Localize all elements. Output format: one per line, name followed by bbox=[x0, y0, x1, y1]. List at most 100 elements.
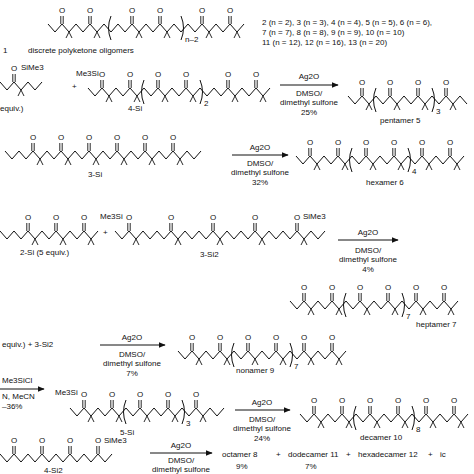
atom-label: O bbox=[385, 283, 391, 292]
carbonyl-bond bbox=[305, 343, 306, 351]
carbonyl-bond bbox=[15, 74, 16, 82]
carbonyl-bond bbox=[302, 343, 303, 351]
methyl-bond bbox=[314, 164, 317, 170]
reaction-arrow bbox=[150, 453, 212, 454]
scheme-label: Ag2O bbox=[252, 398, 272, 407]
methyl-bond bbox=[392, 309, 395, 315]
atom-label: O bbox=[58, 133, 64, 142]
carbonyl-bond bbox=[333, 343, 334, 351]
scheme-label: 3-Si2 bbox=[200, 250, 219, 259]
methyl-bond bbox=[63, 239, 66, 245]
scheme-label: Ag2O bbox=[358, 228, 378, 237]
carbon-chain bbox=[88, 88, 270, 96]
carbonyl-bond bbox=[82, 223, 83, 231]
atom-label: O bbox=[357, 283, 363, 292]
methyl-bond bbox=[175, 239, 178, 245]
methyl-bond bbox=[308, 309, 311, 315]
reaction-arrow bbox=[338, 240, 398, 241]
scheme-label: DMSO/ bbox=[247, 159, 273, 168]
atom-label: O bbox=[86, 133, 92, 142]
atom-label: O bbox=[67, 436, 73, 445]
atom-label: O bbox=[193, 390, 199, 399]
scheme-label: SiMe3 bbox=[21, 63, 44, 72]
methyl-bond bbox=[124, 159, 127, 165]
carbonyl-bond bbox=[141, 400, 142, 408]
atom-label: O bbox=[165, 390, 171, 399]
scheme-label: n–2 bbox=[185, 35, 198, 44]
scheme-label: dodecamer 11 bbox=[288, 450, 339, 459]
methyl-bond bbox=[255, 359, 258, 365]
carbonyl-bond bbox=[363, 88, 364, 96]
bracket bbox=[374, 88, 377, 112]
carbonyl-bond bbox=[367, 148, 368, 156]
carbon-chain bbox=[178, 351, 346, 359]
methyl-bond bbox=[394, 104, 397, 110]
carbonyl-bond bbox=[229, 80, 230, 88]
methyl-bond bbox=[311, 309, 314, 315]
methyl-bond bbox=[91, 416, 94, 422]
atom-label: O bbox=[168, 213, 174, 222]
scheme-label: Ag2O bbox=[171, 441, 191, 450]
carbonyl-bond bbox=[26, 223, 27, 231]
scheme-label: DMSO/ bbox=[249, 415, 275, 424]
scheme-label: Ag2O bbox=[299, 72, 319, 81]
scheme-label: + bbox=[346, 450, 351, 459]
atom-label: O bbox=[170, 133, 176, 142]
bracket bbox=[412, 406, 415, 430]
carbonyl-bond bbox=[249, 343, 250, 351]
scheme-label: dimethyl sulfone bbox=[231, 168, 289, 177]
carbon-chain bbox=[0, 82, 42, 90]
methyl-bond bbox=[199, 359, 202, 365]
methyl-bond bbox=[450, 104, 453, 110]
bracket bbox=[232, 343, 235, 367]
scheme-label: + bbox=[276, 450, 281, 459]
atom-label: O bbox=[137, 390, 143, 399]
scheme-label: 1 bbox=[3, 46, 7, 55]
methyl-bond bbox=[259, 239, 262, 245]
carbon-chain bbox=[290, 301, 458, 309]
methyl-bond bbox=[448, 309, 451, 315]
atom-label: O bbox=[53, 213, 59, 222]
carbonyl-bond bbox=[71, 446, 72, 454]
carbonyl-bond bbox=[172, 223, 173, 231]
methyl-bond bbox=[175, 416, 178, 422]
carbonyl-bond bbox=[388, 88, 389, 96]
carbonyl-bond bbox=[424, 406, 425, 414]
methyl-bond bbox=[280, 359, 283, 365]
atom-label: O bbox=[451, 396, 457, 405]
methyl-bond bbox=[88, 416, 91, 422]
atom-label: O bbox=[227, 6, 233, 15]
carbonyl-bond bbox=[171, 143, 172, 151]
carbonyl-bond bbox=[451, 148, 452, 156]
methyl-bond bbox=[106, 96, 109, 102]
scheme-label: dimethyl sulfone bbox=[233, 424, 291, 433]
atom-label: O bbox=[245, 333, 251, 342]
scheme-label: decamer 10 bbox=[360, 433, 402, 442]
methyl-bond bbox=[235, 96, 238, 102]
carbonyl-bond bbox=[54, 223, 55, 231]
carbon-chain bbox=[348, 96, 467, 104]
carbonyl-bond bbox=[343, 406, 344, 414]
scheme-label: 2 bbox=[204, 99, 208, 108]
methyl-bond bbox=[209, 32, 212, 38]
methyl-bond bbox=[162, 96, 165, 102]
carbonyl-bond bbox=[166, 400, 167, 408]
carbonyl-bond bbox=[100, 80, 101, 88]
methyl-bond bbox=[133, 239, 136, 245]
molecule bbox=[348, 88, 467, 112]
scheme-label: 4 bbox=[412, 167, 416, 176]
carbon-chain bbox=[0, 231, 98, 239]
atom-label: O bbox=[59, 6, 65, 15]
bracket bbox=[402, 293, 405, 317]
methyl-bond bbox=[426, 164, 429, 170]
scheme-label: 7 bbox=[406, 312, 410, 321]
scheme-label: Ag2O bbox=[250, 143, 270, 152]
methyl-bond bbox=[203, 416, 206, 422]
methyl-bond bbox=[263, 96, 266, 102]
carbonyl-bond bbox=[133, 16, 134, 24]
methyl-bond bbox=[119, 416, 122, 422]
atom-label: O bbox=[30, 133, 36, 142]
methyl-bond bbox=[420, 309, 423, 315]
carbonyl-bond bbox=[392, 148, 393, 156]
